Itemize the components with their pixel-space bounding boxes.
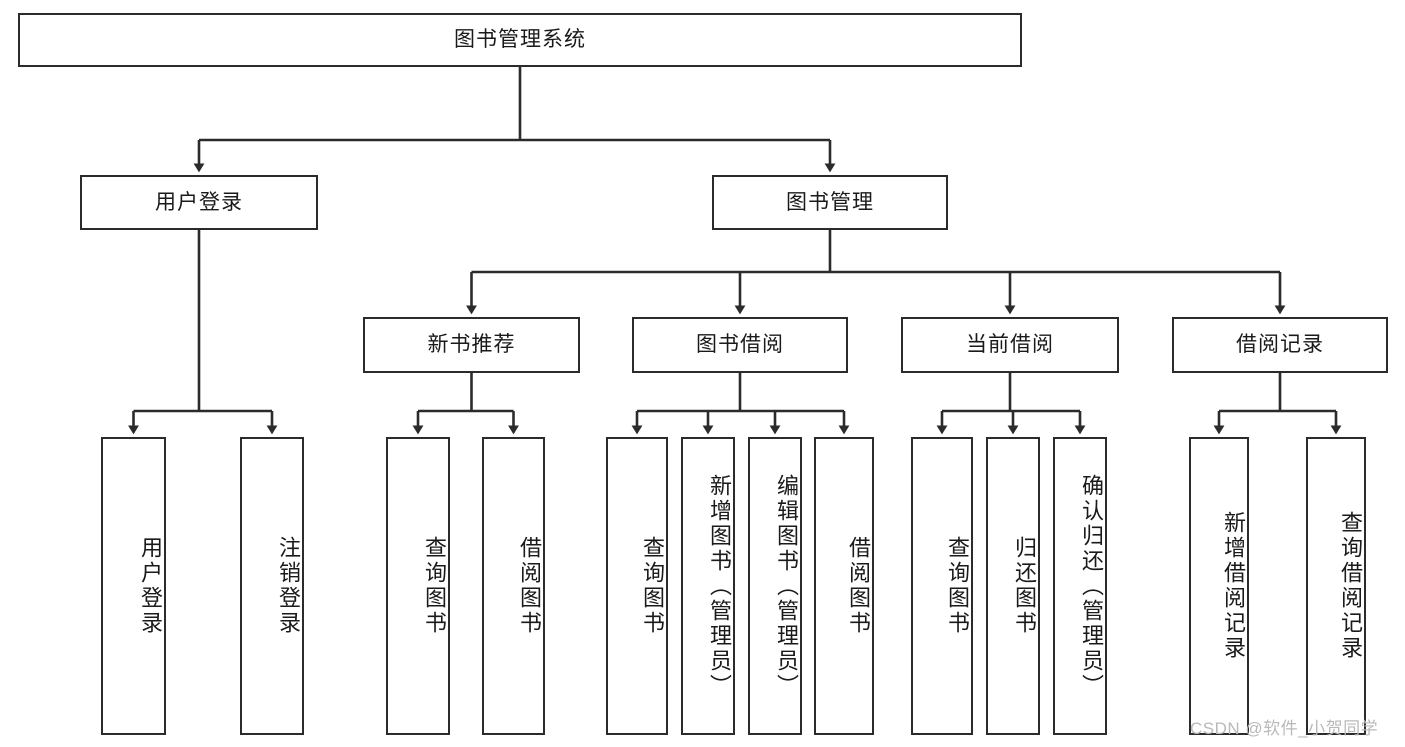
leaf-query-book-1-label: 查询图书 xyxy=(422,536,447,636)
node-book-borrow[interactable]: 图书借阅 xyxy=(632,317,848,373)
leaf-add-record-label: 新增借阅记录 xyxy=(1221,511,1246,661)
leaf-edit-book[interactable]: 编辑图书（管理员） xyxy=(748,437,802,735)
node-new-book-rec-label: 新书推荐 xyxy=(427,333,516,357)
leaf-borrow-book-2[interactable]: 借阅图书 xyxy=(814,437,874,735)
node-root-label: 图书管理系统 xyxy=(454,28,586,52)
node-user-login-label: 用户登录 xyxy=(155,190,243,214)
node-borrow-record[interactable]: 借阅记录 xyxy=(1172,317,1388,373)
leaf-query-book-3-label: 查询图书 xyxy=(945,536,970,636)
leaf-user-login-label: 用户登录 xyxy=(138,536,163,636)
node-user-login[interactable]: 用户登录 xyxy=(80,175,318,230)
leaf-add-book[interactable]: 新增图书（管理员） xyxy=(681,437,735,735)
leaf-borrow-book-2-label: 借阅图书 xyxy=(846,536,871,636)
csdn-watermark: CSDN @软件_小贺同学 xyxy=(1190,719,1379,738)
node-new-book-rec[interactable]: 新书推荐 xyxy=(363,317,580,373)
leaf-confirm-return[interactable]: 确认归还（管理员） xyxy=(1053,437,1107,735)
node-borrow-record-label: 借阅记录 xyxy=(1236,333,1324,357)
leaf-query-book-2[interactable]: 查询图书 xyxy=(606,437,668,735)
node-current-borrow[interactable]: 当前借阅 xyxy=(901,317,1119,373)
leaf-query-record[interactable]: 查询借阅记录 xyxy=(1306,437,1366,735)
leaf-query-record-label: 查询借阅记录 xyxy=(1338,511,1363,661)
leaf-edit-book-label: 编辑图书（管理员） xyxy=(774,473,799,699)
leaf-query-book-2-label: 查询图书 xyxy=(640,536,665,636)
leaf-add-book-label: 新增图书（管理员） xyxy=(707,473,732,699)
leaf-confirm-return-label: 确认归还（管理员） xyxy=(1079,473,1104,699)
leaf-query-book-1[interactable]: 查询图书 xyxy=(386,437,450,735)
leaf-user-login[interactable]: 用户登录 xyxy=(101,437,166,735)
node-book-borrow-label: 图书借阅 xyxy=(696,333,784,357)
leaf-user-logout-label: 注销登录 xyxy=(276,536,301,636)
leaf-query-book-3[interactable]: 查询图书 xyxy=(911,437,973,735)
leaf-borrow-book-1[interactable]: 借阅图书 xyxy=(482,437,545,735)
leaf-return-book-label: 归还图书 xyxy=(1012,536,1037,636)
node-current-borrow-label: 当前借阅 xyxy=(966,333,1054,357)
node-root[interactable]: 图书管理系统 xyxy=(18,13,1022,67)
node-book-manage[interactable]: 图书管理 xyxy=(712,175,948,230)
leaf-return-book[interactable]: 归还图书 xyxy=(986,437,1040,735)
leaf-user-logout[interactable]: 注销登录 xyxy=(240,437,304,735)
leaf-add-record[interactable]: 新增借阅记录 xyxy=(1189,437,1249,735)
node-book-manage-label: 图书管理 xyxy=(786,190,874,214)
leaf-borrow-book-1-label: 借阅图书 xyxy=(517,536,542,636)
